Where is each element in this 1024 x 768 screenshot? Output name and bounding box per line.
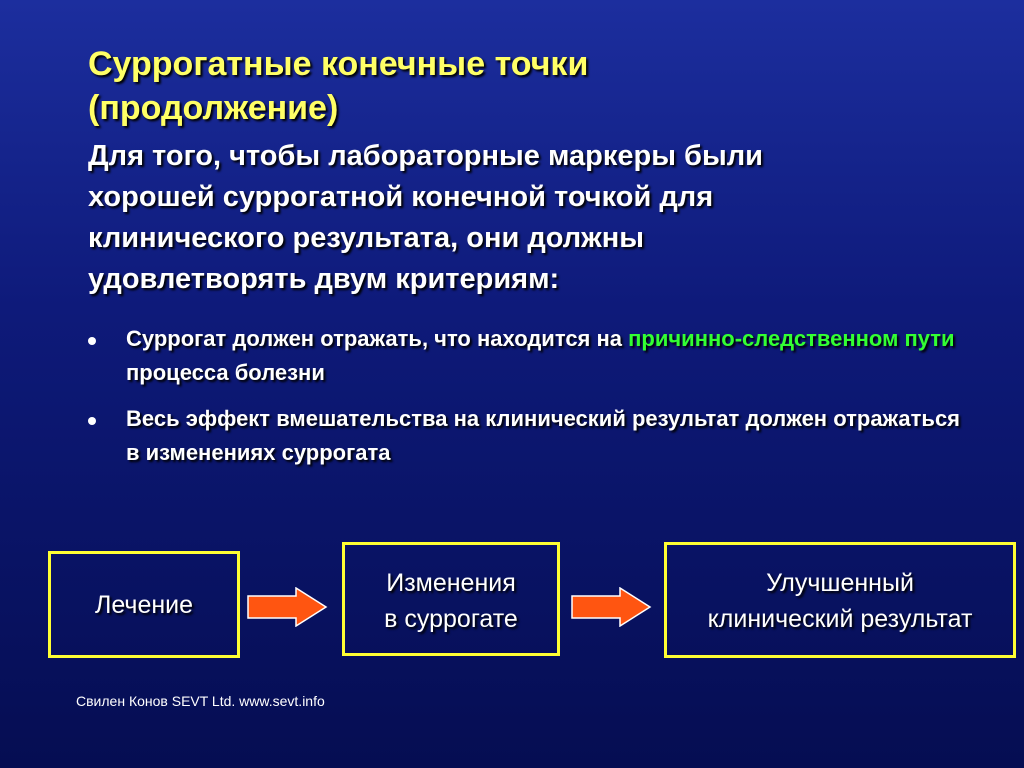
criteria-item-1: Суррогат должен отражать, что находится … <box>88 322 968 390</box>
criteria-item-1-text-before: Суррогат должен отражать, что находится … <box>126 326 629 351</box>
flow-box-improved-outcome: Улучшенный клинический результат <box>664 542 1016 658</box>
bullet-dot-icon <box>88 337 96 345</box>
right-arrow-icon <box>247 587 328 627</box>
flow-box-outcome-line-2: клинический результат <box>707 605 973 633</box>
intro-line-1: Для того, чтобы лабораторные маркеры был… <box>88 140 763 172</box>
slide-title: Суррогатные конечные точки (продолжение) <box>88 42 988 130</box>
intro-line-2: хорошей суррогатной конечной точкой для <box>88 181 714 213</box>
flow-box-outcome-line-1: Улучшенный <box>766 569 914 597</box>
slide-title-line-2: (продолжение) <box>88 89 339 127</box>
flow-box-surrogate-line-1: Изменения <box>386 569 516 597</box>
right-arrow-icon <box>571 587 652 627</box>
flow-box-treatment: Лечение <box>48 551 240 658</box>
flow-box-treatment-label: Лечение <box>94 591 194 619</box>
criteria-item-2: Весь эффект вмешательства на клинический… <box>88 402 968 470</box>
criteria-list: Суррогат должен отражать, что находится … <box>88 322 968 482</box>
criteria-item-1-highlight: причинно-следственном пути <box>628 326 955 351</box>
flow-box-surrogate-change: Изменения в суррогате <box>342 542 560 656</box>
criteria-item-1-text-after: процесса болезни <box>126 360 325 385</box>
intro-paragraph: Для того, чтобы лабораторные маркеры был… <box>88 136 968 300</box>
intro-line-3: клинического результата, они должны <box>88 222 645 254</box>
slide-title-line-1: Суррогатные конечные точки <box>88 45 589 83</box>
bullet-dot-icon <box>88 417 96 425</box>
flow-box-surrogate-line-2: в суррогате <box>384 605 518 633</box>
intro-line-4: удовлетворять двум критериям: <box>88 263 560 295</box>
footer-credit: Свилен Конов SEVT Ltd. www.sevt.info <box>76 693 325 709</box>
criteria-item-2-text: Весь эффект вмешательства на клинический… <box>126 406 961 465</box>
